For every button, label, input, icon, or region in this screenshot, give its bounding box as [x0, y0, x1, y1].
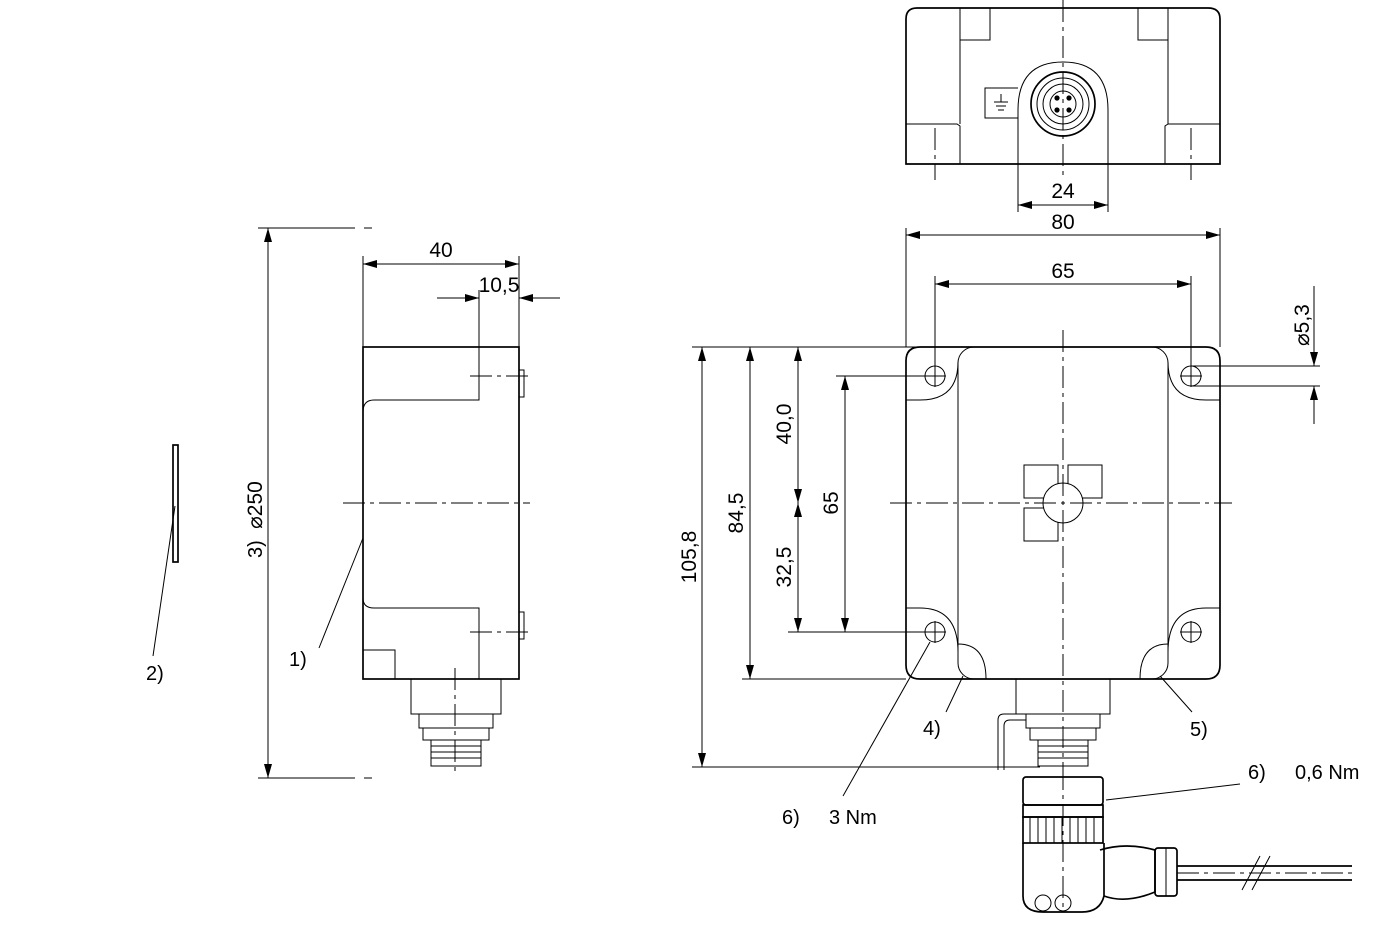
side-view — [258, 227, 560, 779]
dim-side-offset: 10,5 — [479, 274, 520, 297]
ground-symbol-icon — [994, 94, 1008, 111]
dim-target-diameter: ⌀250 — [244, 481, 267, 529]
callout-6-label: 6) — [782, 807, 800, 829]
callout-2: 2) — [146, 663, 164, 685]
dim-height-to-body: 84,5 — [725, 493, 748, 534]
dim-housing-width: 80 — [1051, 211, 1074, 234]
callout-6b-label: 6) — [1248, 762, 1266, 784]
callout-3: 3) — [245, 540, 267, 558]
dim-hole-spacing-vertical: 65 — [820, 491, 843, 514]
cable-connector — [1022, 768, 1352, 913]
top-view — [905, 0, 1221, 212]
callout-4: 4) — [923, 718, 941, 740]
dim-connector-width: 24 — [1051, 180, 1075, 203]
dim-lower-to-axis: 32,5 — [773, 547, 796, 588]
target-plate — [152, 444, 179, 657]
front-view — [890, 330, 1232, 770]
callout-1: 1) — [289, 649, 307, 671]
dim-hole-spacing-horizontal: 65 — [1051, 260, 1074, 283]
dim-total-height: 105,8 — [678, 531, 701, 584]
callout-6-torque: 3 Nm — [829, 807, 877, 829]
dim-side-depth: 40 — [429, 239, 452, 262]
dim-upper-to-axis: 40,0 — [773, 404, 796, 445]
dim-hole-diameter: ⌀5,3 — [1291, 304, 1314, 346]
callout-5: 5) — [1190, 719, 1208, 741]
callout-6b-torque: 0,6 Nm — [1295, 762, 1359, 784]
front-dimension-lines — [692, 228, 1320, 801]
